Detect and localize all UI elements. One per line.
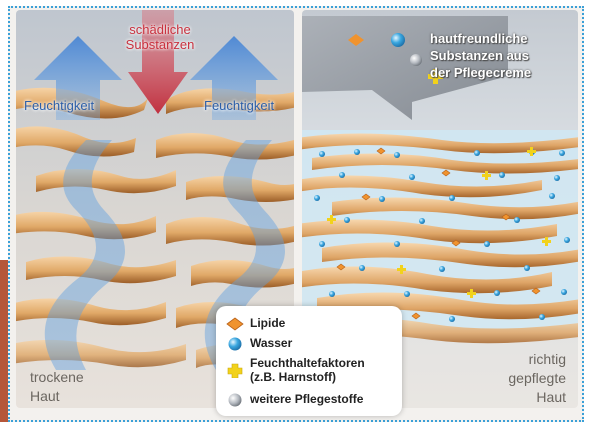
harmful-substances-label: schädliche Substanzen xyxy=(108,22,212,52)
harmful-label-line1: schädliche xyxy=(108,22,212,37)
blue-sphere-icon xyxy=(226,336,244,352)
cared-skin-caption-line3: Haut xyxy=(508,388,566,407)
legend-label-lipide: Lipide xyxy=(250,316,285,330)
dry-skin-caption: trockene Haut xyxy=(30,368,84,406)
cream-label-line3: der Pflegecreme xyxy=(430,64,531,81)
legend-sublabel-harnstoff: (z.B. Harnstoff) xyxy=(250,370,365,384)
legend-item-lipide: Lipide xyxy=(226,316,285,332)
legend: Lipide Wasser Feuchthaltefaktoren (z.B. … xyxy=(216,306,402,416)
legend-label-pflegestoffe: weitere Pflegestoffe xyxy=(250,392,363,406)
cared-skin-caption-line2: gepflegte xyxy=(508,369,566,388)
cared-skin-caption: richtig gepflegte Haut xyxy=(508,350,566,407)
cream-substances-label: hautfreundliche Substanzen aus der Pfleg… xyxy=(430,30,531,81)
legend-label-wasser: Wasser xyxy=(250,336,292,350)
legend-item-feuchthaltefaktoren: Feuchthaltefaktoren (z.B. Harnstoff) xyxy=(226,356,365,384)
cared-skin-caption-line1: richtig xyxy=(508,350,566,369)
orange-diamond-icon xyxy=(226,316,244,332)
cream-label-line1: hautfreundliche xyxy=(430,30,531,47)
legend-item-pflegestoffe: weitere Pflegestoffe xyxy=(226,392,363,408)
yellow-cross-icon xyxy=(226,362,244,378)
dry-skin-caption-line1: trockene xyxy=(30,368,84,387)
moisture-label-right: Feuchtigkeit xyxy=(204,98,274,113)
grey-sphere-icon xyxy=(226,392,244,408)
harmful-label-line2: Substanzen xyxy=(108,37,212,52)
legend-item-wasser: Wasser xyxy=(226,336,292,352)
moisture-label-left: Feuchtigkeit xyxy=(24,98,94,113)
dry-skin-caption-line2: Haut xyxy=(30,387,84,406)
legend-label-feuchthaltefaktoren: Feuchthaltefaktoren xyxy=(250,356,365,370)
cream-label-line2: Substanzen aus xyxy=(430,47,531,64)
